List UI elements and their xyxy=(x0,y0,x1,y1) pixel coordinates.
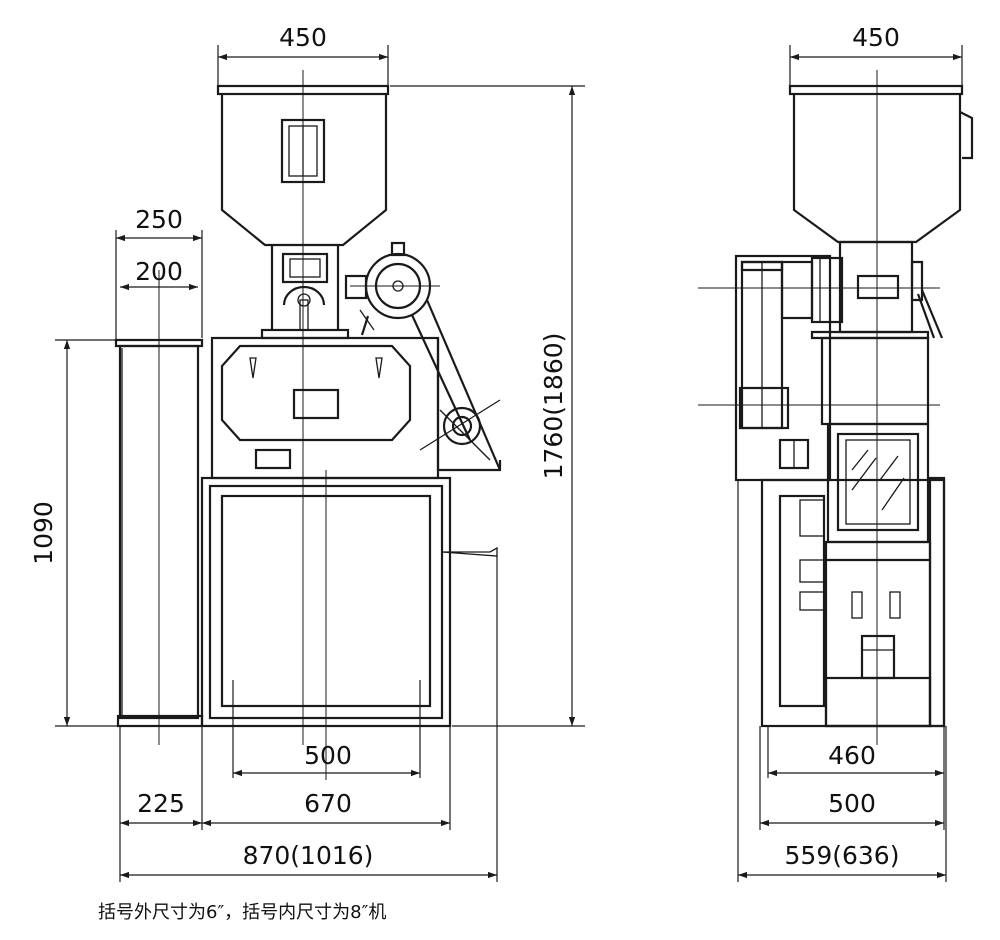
front-view xyxy=(114,70,502,882)
dim-front-450: 450 xyxy=(279,23,327,52)
dim-front-200: 200 xyxy=(135,257,183,286)
dim-side-500: 500 xyxy=(828,789,876,818)
dim-front-500: 500 xyxy=(304,741,352,770)
dim-front-225: 225 xyxy=(137,789,185,818)
dim-front-870-1016: 870(1016) xyxy=(243,841,374,870)
dim-side-460: 460 xyxy=(828,741,876,770)
front-dimensions: 450 250 200 1090 1760(1860) 500 670 225 … xyxy=(29,23,585,882)
dim-front-1760-1860: 1760(1860) xyxy=(539,333,568,480)
side-lower-cabinet xyxy=(760,476,946,728)
dim-front-670: 670 xyxy=(304,789,352,818)
dim-side-450: 450 xyxy=(852,23,900,52)
front-cabinet xyxy=(200,476,498,882)
dim-front-1090: 1090 xyxy=(29,501,58,565)
dim-side-559-636: 559(636) xyxy=(785,841,900,870)
side-hopper xyxy=(788,84,974,334)
side-dimensions: 450 460 500 559(636) xyxy=(737,23,963,882)
side-view xyxy=(698,70,974,745)
dim-front-250: 250 xyxy=(135,205,183,234)
front-upper-housing xyxy=(210,336,502,480)
dimension-note: 括号外尺寸为6″，括号内尺寸为8″机 xyxy=(98,902,387,923)
front-neck xyxy=(260,245,350,340)
